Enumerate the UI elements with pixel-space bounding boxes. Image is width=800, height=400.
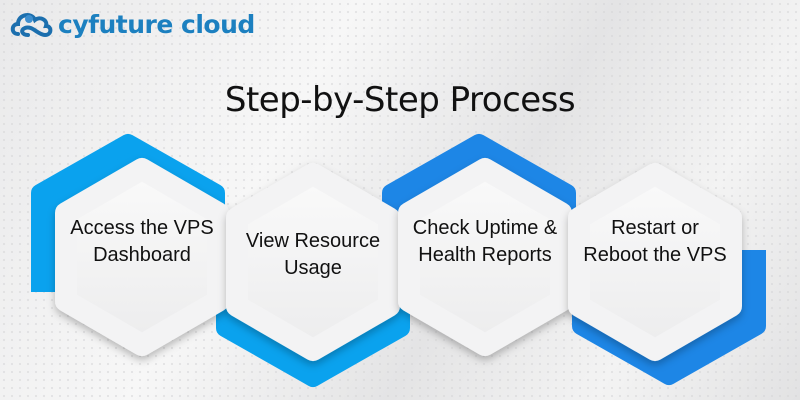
step-4-label: Restart or Reboot the VPS [583, 217, 727, 266]
step-3-label: Check Uptime & Health Reports [412, 217, 558, 266]
step-2-hexagon [226, 163, 400, 361]
brand-logo: cyfuture cloud [10, 8, 255, 40]
cloud-logo-icon [10, 13, 53, 38]
step-1-label: Access the VPS Dashboard [70, 217, 214, 266]
step-1-hexagon [55, 158, 229, 356]
step-3-hexagon [398, 158, 572, 356]
step-2-label: View Resource Usage [245, 230, 381, 279]
page-title: Step-by-Step Process [224, 80, 576, 120]
step-4-hexagon [568, 163, 742, 361]
brand-name: cyfuture cloud [58, 9, 255, 39]
